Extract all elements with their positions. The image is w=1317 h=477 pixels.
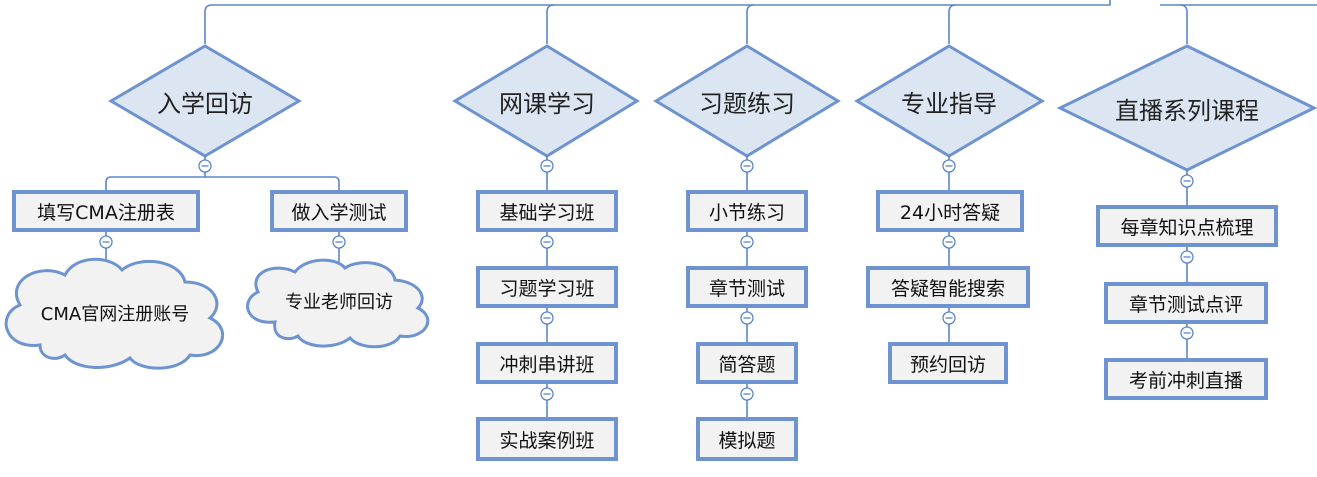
cloud-cma-registration [4, 257, 224, 370]
category-label-professional-guidance: 专业指导 [901, 89, 997, 118]
node-basic-class[interactable]: 基础学习班 [476, 190, 618, 232]
collapse-toggle-icon[interactable] [740, 387, 754, 401]
top-connectors [204, 0, 1317, 44]
node-qa-smart-search[interactable]: 答疑智能搜索 [866, 266, 1030, 308]
node-sprint-class[interactable]: 冲刺串讲班 [476, 342, 618, 384]
node-mock-questions[interactable]: 模拟题 [696, 417, 798, 461]
node-exercise-class[interactable]: 习题学习班 [476, 266, 618, 308]
collapse-toggle-icon[interactable] [942, 311, 956, 325]
node-24h-qa[interactable]: 24小时答疑 [876, 190, 1024, 232]
collapse-toggle-icon[interactable] [332, 235, 346, 249]
category-label-exercise-practice: 习题练习 [699, 89, 795, 118]
collapse-toggle-icon[interactable] [540, 159, 554, 173]
collapse-toggle-icon[interactable] [540, 387, 554, 401]
node-fill-cma-registration-form[interactable]: 填写CMA注册表 [12, 190, 200, 232]
collapse-toggle-icon[interactable] [942, 159, 956, 173]
collapse-toggle-icon[interactable] [99, 235, 113, 249]
collapse-toggle-icon[interactable] [740, 159, 754, 173]
node-chapter-test-review[interactable]: 章节测试点评 [1104, 282, 1268, 324]
collapse-toggle-icon[interactable] [198, 159, 212, 173]
node-section-practice[interactable]: 小节练习 [686, 190, 808, 232]
collapse-toggles [99, 159, 1194, 401]
cloud-label-teacher-visit: 专业老师回访 [285, 292, 393, 313]
collapse-toggle-icon[interactable] [540, 311, 554, 325]
node-chapter-knowledge-review[interactable]: 每章知识点梳理 [1096, 205, 1278, 247]
category-label-online-course: 网课学习 [499, 89, 595, 118]
node-chapter-test[interactable]: 章节测试 [686, 266, 808, 308]
collapse-toggle-icon[interactable] [1180, 250, 1194, 264]
node-case-study-class[interactable]: 实战案例班 [476, 417, 618, 461]
category-label-live-course-series: 直播系列课程 [1115, 96, 1259, 125]
cloud-label-cma-registration: CMA官网注册账号 [40, 304, 190, 325]
collapse-toggle-icon[interactable] [942, 235, 956, 249]
category-label-enrollment-visit: 入学回访 [157, 89, 253, 118]
node-take-entrance-test[interactable]: 做入学测试 [270, 190, 408, 232]
node-short-answer[interactable]: 简答题 [696, 342, 798, 384]
collapse-toggle-icon[interactable] [1180, 326, 1194, 340]
collapse-toggle-icon[interactable] [1180, 174, 1194, 188]
node-pre-exam-sprint-live[interactable]: 考前冲刺直播 [1104, 358, 1268, 400]
cloud-teacher-visit [246, 258, 430, 349]
node-appointment-visit[interactable]: 预约回访 [888, 342, 1008, 384]
collapse-toggle-icon[interactable] [540, 235, 554, 249]
collapse-toggle-icon[interactable] [740, 311, 754, 325]
collapse-toggle-icon[interactable] [740, 235, 754, 249]
